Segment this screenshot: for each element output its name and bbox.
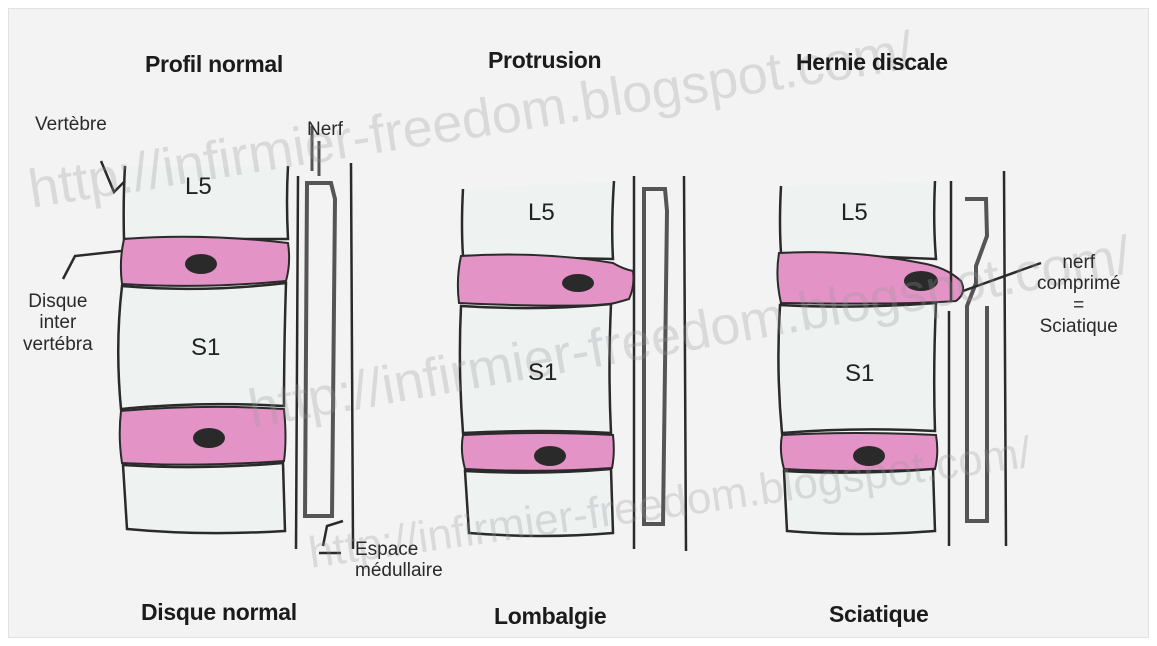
caption-lombalgie: Lombalgie (494, 605, 606, 628)
label-s1-normal: S1 (191, 336, 220, 360)
nucleus-protrusion-2 (534, 446, 566, 466)
nerve-normal (305, 183, 335, 516)
panel-hernie (777, 171, 1041, 546)
espace-line-1: Espace (355, 539, 443, 560)
title-profil-normal: Profil normal (145, 53, 283, 76)
nucleus-normal-1 (185, 254, 217, 274)
nucleus-protrusion-1 (562, 274, 594, 292)
vertebra-lower-protrusion (465, 469, 613, 536)
nerf-comprime-line-3: = (1037, 295, 1120, 316)
nucleus-hernie-1 (904, 271, 938, 291)
panel-protrusion (458, 176, 686, 551)
nerf-comprime-line-1: nerf (1037, 252, 1120, 273)
disc-l5-s1-protrusion (458, 255, 634, 306)
title-hernie-discale: Hernie discale (796, 51, 948, 74)
disque-line-2: inter (23, 312, 93, 333)
nerve-hernie (965, 199, 987, 521)
annotation-nerf-comprime: nerf comprimé = Sciatique (1037, 252, 1120, 337)
label-l5-protrusion: L5 (528, 201, 555, 225)
espace-line-2: médullaire (355, 560, 443, 581)
spinal-canal-wall-protrusion (684, 176, 686, 551)
leader-espace (319, 521, 343, 553)
label-s1-protrusion: S1 (528, 361, 557, 385)
label-l5-normal: L5 (185, 175, 212, 199)
leader-vertebre (101, 161, 125, 192)
nerve-protrusion (644, 189, 667, 524)
spinal-canal-wall-hernie-left (949, 181, 951, 546)
annotation-vertebre: Vertèbre (35, 114, 107, 135)
annotation-disque-intervertebral: Disque inter vertébra (23, 291, 93, 355)
annotation-nerf: Nerf (307, 119, 343, 140)
label-l5-hernie: L5 (841, 201, 868, 225)
nucleus-normal-2 (193, 428, 225, 448)
caption-sciatique: Sciatique (829, 603, 929, 626)
vertebra-lower-hernie (784, 469, 935, 534)
vertebra-lower-normal (123, 463, 285, 533)
annotation-espace-medullaire: Espace médullaire (355, 539, 443, 582)
disque-line-1: Disque (23, 291, 93, 312)
spinal-canal-wall-normal-left (296, 176, 298, 549)
spinal-canal-wall-hernie (1004, 171, 1006, 546)
spine-diagram (9, 9, 1150, 639)
diagram-frame: http://infirmier-freedom.blogspot.com/ h… (8, 8, 1149, 638)
nerf-comprime-line-4: Sciatique (1037, 316, 1120, 337)
label-s1-hernie: S1 (845, 362, 874, 386)
nucleus-hernie-2 (853, 446, 885, 466)
leader-disque (63, 251, 121, 279)
title-protrusion: Protrusion (488, 49, 601, 72)
caption-disque-normal: Disque normal (141, 601, 297, 624)
disque-line-3: vertébra (23, 334, 93, 355)
nerf-comprime-line-2: comprimé (1037, 273, 1120, 294)
spinal-canal-wall-normal (351, 163, 353, 549)
